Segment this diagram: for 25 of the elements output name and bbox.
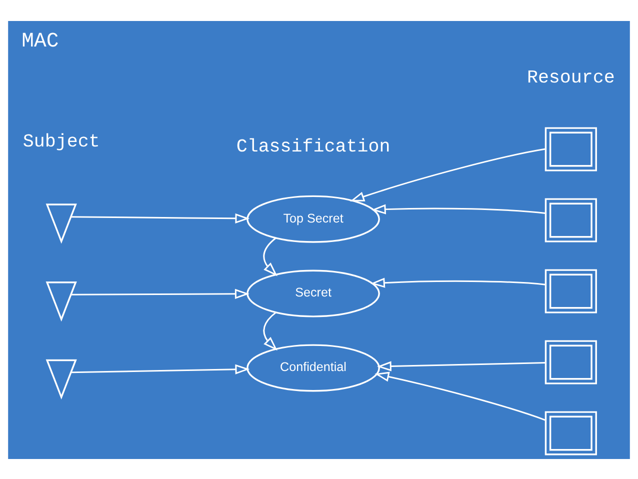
diagram-title: MAC	[22, 30, 59, 54]
arrow	[376, 360, 546, 371]
node-monitor	[544, 126, 597, 171]
node-monitor	[544, 410, 597, 455]
arrow	[263, 311, 278, 350]
node-person	[46, 281, 77, 322]
node-ellipse: Confidential	[246, 344, 380, 392]
node-monitor	[544, 198, 597, 242]
arrow	[263, 236, 278, 276]
arrow	[371, 204, 546, 214]
node-person	[46, 358, 77, 400]
label: Subject	[22, 131, 100, 152]
arrow	[71, 212, 250, 223]
label: Resource	[526, 67, 615, 88]
arrow	[374, 371, 546, 420]
node-monitor	[544, 340, 597, 384]
arrow	[370, 277, 546, 288]
node-monitor	[544, 268, 597, 313]
arrow	[350, 148, 546, 201]
node-ellipse: Secret	[246, 269, 380, 317]
arrow	[71, 364, 250, 374]
node-person	[46, 203, 77, 244]
node-ellipse: Top Secret	[246, 194, 380, 242]
label: Classification	[236, 136, 390, 157]
arrow	[71, 288, 250, 298]
